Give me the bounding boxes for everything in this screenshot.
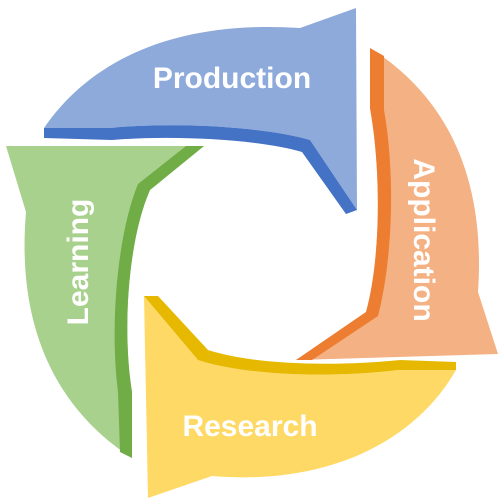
segment-application-label: Application — [407, 158, 440, 321]
segment-production-label: Production — [153, 62, 311, 95]
segment-research-edge — [144, 296, 456, 375]
segment-learning-label: Learning — [62, 199, 95, 326]
segment-production: Production — [44, 8, 357, 214]
segment-learning: Learning — [6, 146, 204, 458]
segment-application-shape — [296, 48, 498, 360]
segment-production-shape — [44, 8, 357, 210]
segment-research-shape — [144, 296, 456, 498]
segment-learning-edge — [114, 146, 204, 458]
segment-application: Application — [296, 48, 498, 360]
segment-application-edge — [296, 48, 392, 360]
segment-research: Research — [144, 296, 456, 498]
segment-learning-shape — [6, 146, 204, 458]
segment-research-label: Research — [182, 410, 317, 443]
segment-production-edge — [44, 125, 357, 214]
